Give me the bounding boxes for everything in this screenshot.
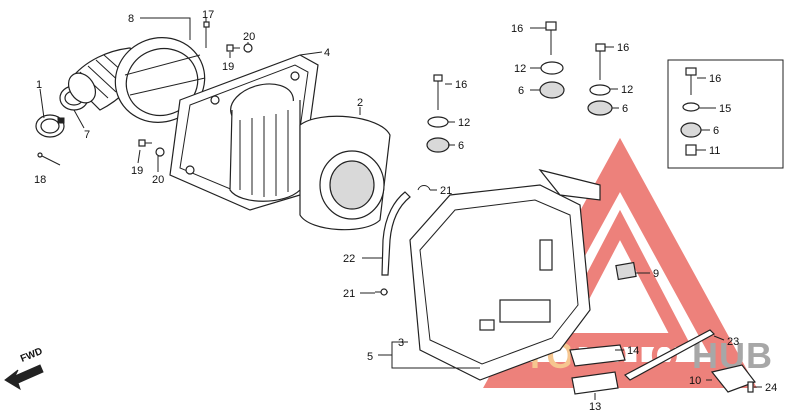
callout-11: 11 (709, 145, 720, 157)
callout-4: 4 (324, 47, 330, 59)
callout-21-lower: 21 (343, 288, 355, 300)
callout-24: 24 (765, 382, 777, 394)
callout-6-inset: 6 (713, 125, 719, 137)
callout-20-lower: 20 (152, 174, 164, 186)
part-pin-18 (37, 152, 61, 166)
part-bolt-17 (203, 21, 210, 48)
part-rod (624, 329, 715, 381)
callout-18: 18 (34, 174, 46, 186)
callout-9: 9 (653, 268, 659, 280)
forward-arrow: FWD (4, 346, 44, 391)
callout-6-center: 6 (458, 140, 464, 152)
callout-2: 2 (357, 97, 363, 109)
part-grommet-6-center (426, 137, 450, 153)
callout-10: 10 (689, 375, 701, 387)
part-collar-12-upper (540, 61, 564, 75)
part-collar-12-right (589, 84, 611, 96)
part-collar-12-center (427, 116, 449, 128)
callout-17: 17 (202, 9, 214, 21)
part-plate (569, 344, 626, 367)
callout-8: 8 (128, 13, 134, 25)
callout-12-center: 12 (458, 117, 470, 129)
fwd-label: FWD (19, 346, 44, 365)
callout-12-right: 12 (621, 84, 633, 96)
part-filter-element (299, 115, 391, 231)
callout-16-inset: 16 (709, 73, 721, 85)
inset-box (667, 59, 784, 169)
part-washer-20b (155, 147, 165, 157)
part-grommet-6-right (587, 100, 613, 116)
part-washer-20a (243, 43, 253, 53)
part-rubber-pad (615, 261, 637, 281)
callout-6-right: 6 (622, 103, 628, 115)
callout-3: 3 (398, 337, 404, 349)
callout-15: 15 (719, 103, 731, 115)
callout-labels: 1 2 3 4 5 6 6 6 6 7 8 9 10 11 12 12 12 1… (34, 9, 777, 413)
leader-lines (39, 17, 762, 400)
part-filter-screen (229, 83, 301, 202)
callout-14: 14 (627, 345, 639, 357)
callout-13: 13 (589, 401, 601, 413)
part-bolt-16-center (433, 74, 443, 110)
part-bolt-16-upper (545, 21, 557, 55)
callout-6-upper: 6 (518, 85, 524, 97)
callout-21-upper: 21 (440, 185, 452, 197)
callout-1: 1 (36, 79, 42, 91)
callout-5: 5 (367, 351, 373, 363)
part-bolt-19a (226, 44, 240, 52)
callout-20-upper: 20 (243, 31, 255, 43)
callout-16-right: 16 (617, 42, 629, 54)
part-clamp (35, 114, 65, 138)
part-drain-tube (381, 191, 411, 276)
part-bolt-16-right (595, 43, 606, 80)
part-grommet-6-upper (539, 81, 565, 99)
part-bolt-19b (138, 139, 152, 147)
callout-19-upper: 19 (222, 61, 234, 73)
callout-19-lower: 19 (131, 165, 143, 177)
part-cleaner-case (409, 168, 601, 381)
callout-16-upper: 16 (511, 23, 523, 35)
callout-16-center: 16 (455, 79, 467, 91)
callout-12-upper: 12 (514, 63, 526, 75)
callout-22: 22 (343, 253, 355, 265)
part-clip-21a (417, 185, 431, 191)
part-bracket-plate (710, 364, 756, 393)
callout-7: 7 (84, 129, 90, 141)
part-clip-21b (375, 288, 388, 296)
part-bracket (571, 371, 619, 395)
callout-23: 23 (727, 336, 739, 348)
